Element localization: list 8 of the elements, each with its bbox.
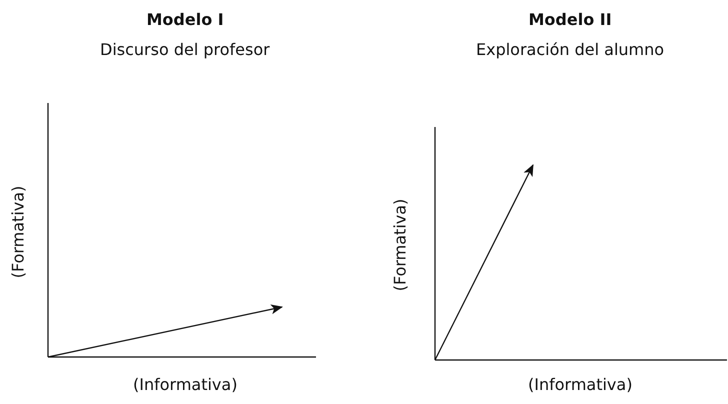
- model-title: Modelo II: [528, 10, 612, 30]
- model-subtitle: Exploración del alumno: [476, 40, 664, 60]
- model-subtitle: Discurso del profesor: [100, 40, 270, 60]
- axis-label: (Informativa): [133, 375, 238, 395]
- axis-label: (Formativa): [390, 198, 410, 292]
- model-title: Modelo I: [146, 10, 224, 30]
- axis-label: (Formativa): [8, 186, 28, 278]
- axis-label: (Informativa): [528, 375, 632, 395]
